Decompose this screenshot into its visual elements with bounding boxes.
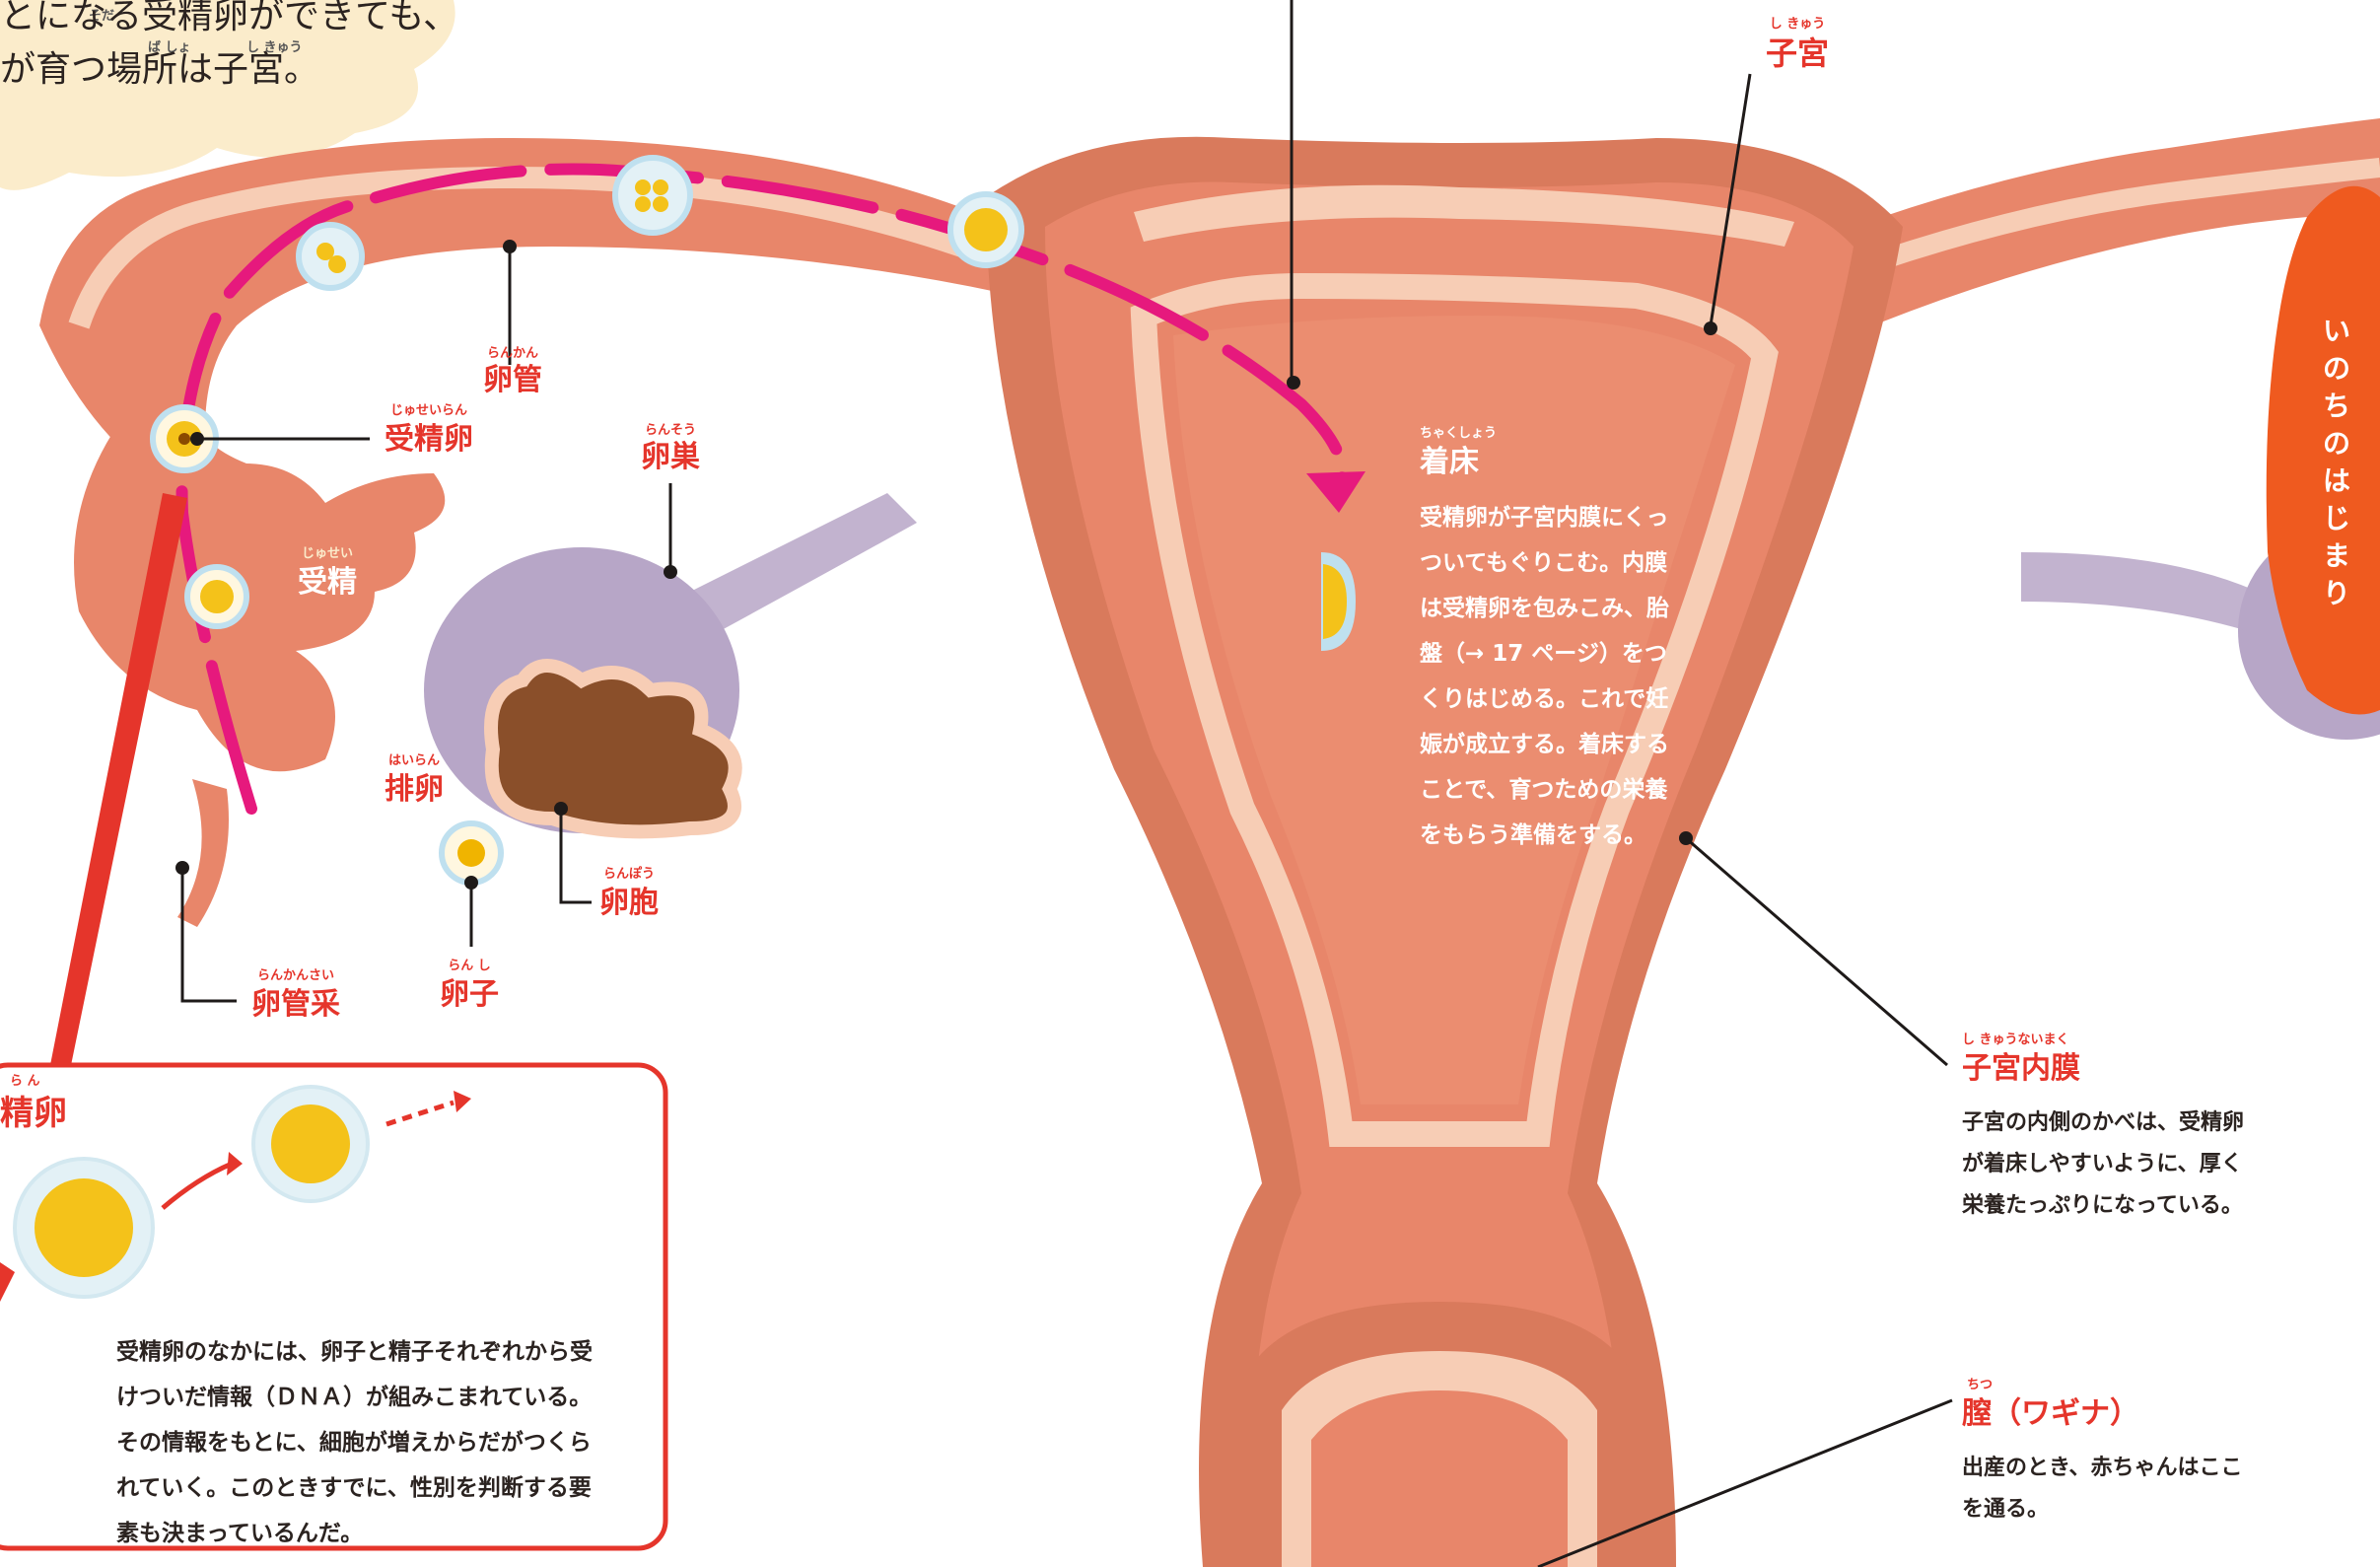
implantation-text-line: 娠が成立する。着床する [1420,731,1669,757]
vagina-text-line: 出産のとき、赤ちゃんはここ [1962,1455,2242,1480]
svg-text:卵管: 卵管 [483,363,542,397]
intro-line-2: が育つ場所は子宮。 [0,49,319,90]
intro-line-1: とになる受精卵ができても、 [0,0,458,36]
endometrium-text-line: 子宮の内側のかべは、受精卵 [1962,1109,2244,1135]
label-fimbriae: らんかんさい 卵管采 [251,968,340,1022]
label-endometrium: し きゅうないまく 子宮内膜 子宮の内側のかべは、受精卵が着床しやすいように、厚… [1961,1033,2244,1218]
implantation-text-line: 盤（→ 17 ページ）をつ [1420,640,1667,667]
vagina-text-line: を通る。 [1962,1497,2049,1522]
inset-text-line: れていく。このときすでに、性別を判断する要 [116,1474,592,1501]
svg-text:ちゃくしょう: ちゃくしょう [1420,426,1497,441]
implantation-text-line: ついてもぐりこむ。内膜 [1420,550,1667,576]
inset-text-line: けついだ情報（ＤＮＡ）が組みこまれている。 [116,1384,592,1410]
svg-text:卵巣: 卵巣 [641,440,700,474]
svg-text:排卵: 排卵 [385,772,444,807]
svg-text:受精: 受精 [298,565,357,600]
svg-text:子宮: 子宮 [1766,35,1829,72]
implantation-text-line: は受精卵を包みこみ、胎 [1420,595,1669,621]
label-uterus: し きゅう 子宮 [1766,17,1829,72]
svg-text:ら ん: ら ん [10,1074,40,1089]
cell-morula [950,194,1021,265]
cell-two [299,225,362,288]
svg-text:し きゅうないまく: し きゅうないまく [1962,1033,2069,1047]
label-follicle: らんぽう 卵胞 [599,866,659,920]
inset-panel: ら ん 精卵 受精卵のなかには、卵子と精子それぞれから受けついだ情報（ＤＮＡ）が… [0,1065,665,1548]
right-ovary-ligament [2021,552,2258,631]
implantation-text-line: をもらう準備をする。 [1420,821,1646,848]
label-fertilization: じゅせい 受精 [298,546,357,600]
svg-text:らん し: らん し [448,959,491,973]
svg-text:卵管采: 卵管采 [251,987,340,1022]
svg-text:らんぽう: らんぽう [603,866,655,882]
svg-text:精卵: 精卵 [0,1094,67,1133]
svg-text:じゅせい: じゅせい [302,546,353,561]
svg-text:らんかんさい: らんかんさい [257,968,334,983]
label-egg: らん し 卵子 [440,959,499,1012]
svg-text:子宮内膜: 子宮内膜 [1962,1051,2080,1086]
svg-text:らんそう: らんそう [645,423,696,438]
svg-text:卵胞: 卵胞 [599,886,659,920]
svg-text:ちつ: ちつ [1967,1378,1993,1392]
ovary-ligament [690,493,917,631]
cell-four [615,158,690,233]
cell-fertilization [187,567,246,626]
svg-text:じゅせいらん: じゅせいらん [390,403,467,418]
inset-text-line: その情報をもとに、細胞が増えからだがつくら [116,1429,592,1456]
svg-text:らんかん: らんかん [487,346,538,361]
svg-text:膣（ワギナ）: 膣（ワギナ） [1962,1396,2139,1431]
implantation-text-line: 受精卵が子宮内膜にくっ [1420,504,1669,531]
endometrium-text-line: が着床しやすいように、厚く [1962,1151,2243,1176]
svg-text:し きゅう: し きゅう [1770,17,1826,32]
svg-text:着床: 着床 [1420,445,1479,479]
cell-egg [442,823,501,883]
label-oviduct: らんかん 卵管 [483,346,542,397]
implantation-text-line: くりはじめる。これで妊 [1420,686,1668,712]
svg-text:受精卵: 受精卵 [385,422,473,457]
endometrium-text-line: 栄養たっぷりになっている。 [1961,1192,2243,1218]
uterus [986,137,1903,1567]
label-fertilized-egg: じゅせいらん 受精卵 [385,403,473,457]
svg-text:卵子: 卵子 [440,977,499,1012]
label-ovary: らんそう 卵巣 [641,423,700,474]
inset-text-line: 素も決まっているんだ。 [116,1520,363,1546]
inset-text-line: 受精卵のなかには、卵子と精子それぞれから受 [116,1338,593,1365]
implantation-text-line: ことで、育つための栄養 [1420,776,1668,803]
label-ovulation: はいらん 排卵 [385,753,444,807]
svg-text:はいらん: はいらん [388,753,440,768]
